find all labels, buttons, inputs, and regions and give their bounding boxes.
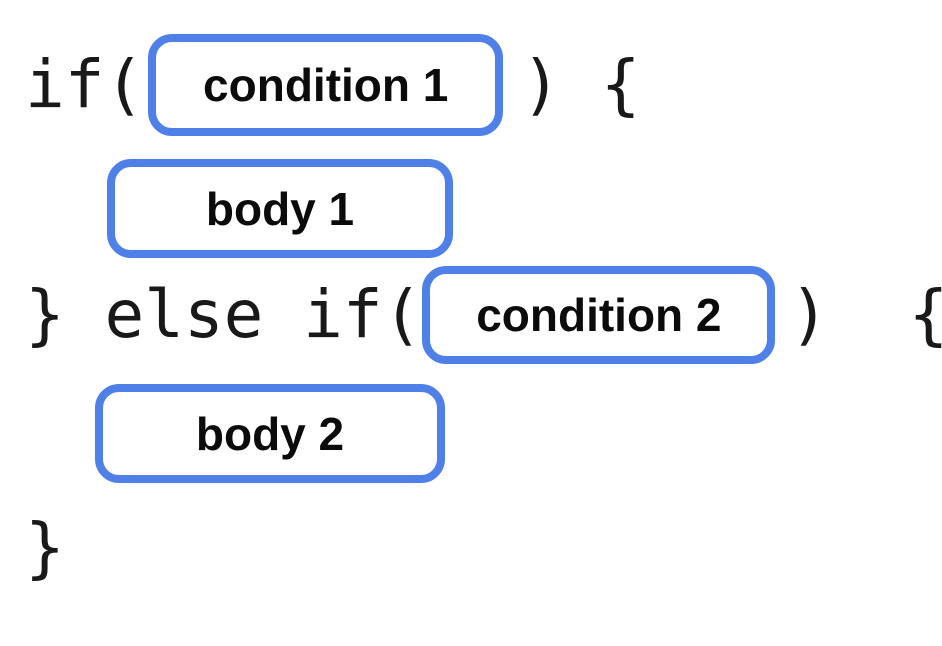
condition-1-box: condition 1 [148, 34, 504, 136]
condition-2-box: condition 2 [422, 266, 776, 364]
code-line-else-if: } else if( condition 2 ) { [25, 265, 942, 365]
code-line-if: if( condition 1 ) { [25, 33, 640, 137]
body-2-label: body 2 [195, 407, 345, 460]
code-token-closing-brace: } [25, 509, 65, 586]
code-token-close-paren-brace-2: ) { [789, 276, 942, 353]
code-token-else-if-open: } else if( [25, 276, 423, 353]
code-line-closing-brace: } [25, 503, 65, 593]
body-1-box: body 1 [107, 159, 453, 258]
body-1-label: body 1 [205, 182, 355, 235]
condition-1-label: condition 1 [203, 59, 449, 111]
condition-2-label: condition 2 [476, 289, 722, 341]
code-token-close-paren-brace-1: ) { [521, 46, 641, 123]
body-2-box: body 2 [95, 384, 445, 483]
code-token-if-open: if( [25, 46, 145, 123]
